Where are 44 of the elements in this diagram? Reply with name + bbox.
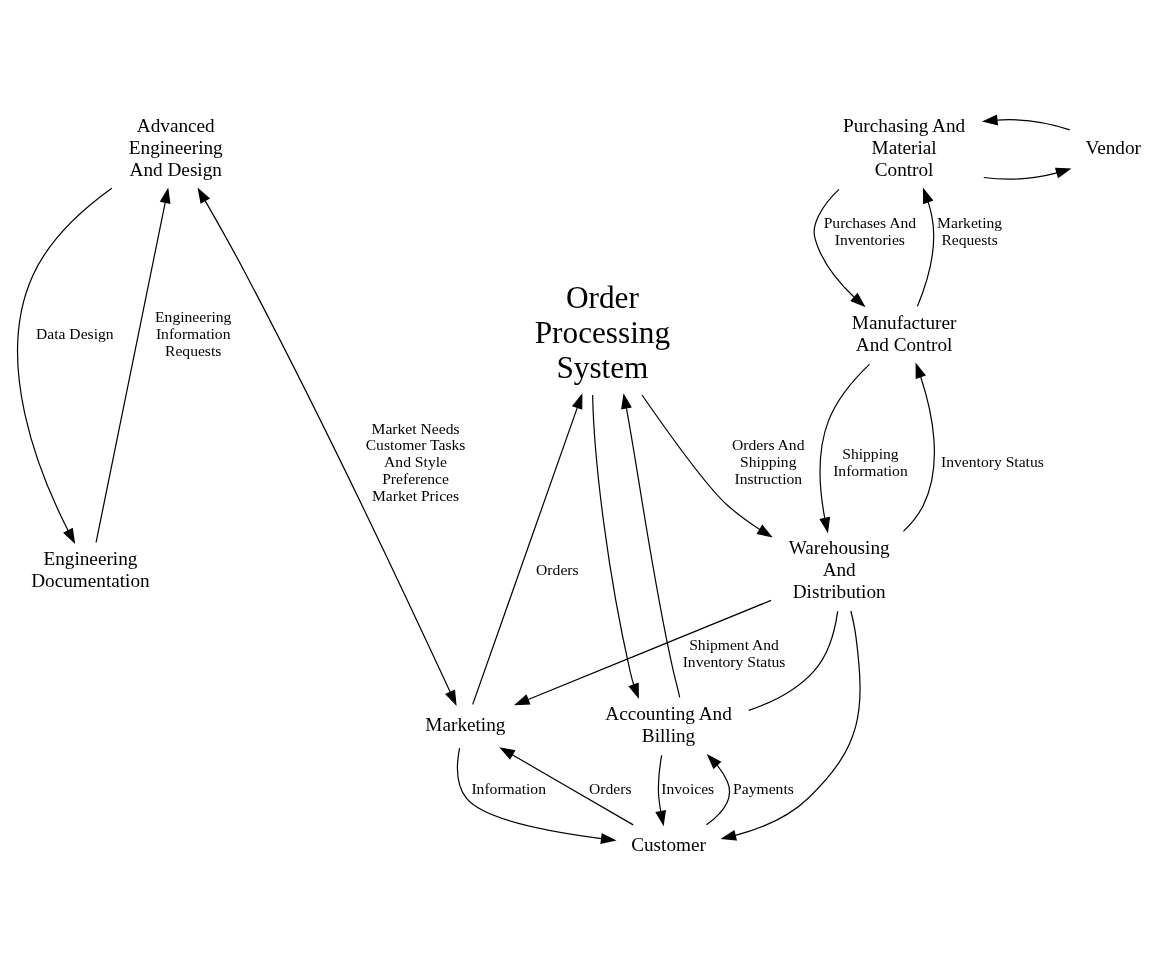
- edge-label: Market Needs Customer Tasks And Style Preference Market Prices: [365, 419, 466, 504]
- connector: [748, 610, 839, 711]
- arrow: [813, 188, 866, 307]
- arrow: [197, 187, 457, 706]
- edge-label: Shipment And Inventory Status: [682, 635, 786, 670]
- arrow: [720, 609, 861, 841]
- edge-label: Purchases And Inventories: [823, 213, 917, 248]
- node-text: Marketing: [425, 713, 506, 735]
- edge-label: Marketing Requests: [937, 213, 1003, 248]
- edge-label: Payments: [733, 779, 794, 797]
- edge-label: Invoices: [661, 779, 715, 797]
- arrow: [655, 754, 666, 826]
- edge-label: Orders: [536, 560, 579, 578]
- arrow: [456, 747, 617, 844]
- edge-label: Data Design: [36, 324, 114, 342]
- arrow: [514, 599, 772, 705]
- edge-label: Shipping Information: [833, 444, 908, 479]
- edge-label: Engineering Information Requests: [155, 307, 232, 359]
- arrow: [819, 363, 871, 533]
- arrow: [641, 393, 773, 537]
- node-text: Advanced Engineering And Design: [128, 114, 223, 180]
- node-text: Accounting And Billing: [605, 702, 732, 746]
- node-text: Warehousing And Distribution: [788, 536, 890, 602]
- edge-label: Orders And Shipping Instruction: [732, 435, 805, 487]
- arrow: [592, 393, 639, 699]
- arrow: [916, 187, 935, 307]
- arrow: [17, 187, 113, 544]
- arrow: [705, 753, 731, 825]
- edge-label: Information: [471, 779, 546, 797]
- node-text: Engineering Documentation: [31, 547, 150, 591]
- arrow: [499, 746, 634, 825]
- edge-label: Orders: [589, 779, 632, 797]
- node-text: Customer: [631, 833, 706, 855]
- node-text: Vendor: [1085, 136, 1141, 158]
- arrow: [981, 114, 1071, 130]
- arrow: [472, 392, 583, 705]
- arrow: [95, 187, 171, 543]
- arrow: [902, 362, 935, 532]
- arrow: [983, 167, 1072, 180]
- edge-label: Inventory Status: [941, 452, 1044, 470]
- node-text: Order Processing System: [534, 279, 671, 385]
- node-text: Manufacturer And Control: [851, 311, 957, 355]
- arrow: [621, 392, 681, 698]
- node-text: Purchasing And Material Control: [842, 114, 966, 180]
